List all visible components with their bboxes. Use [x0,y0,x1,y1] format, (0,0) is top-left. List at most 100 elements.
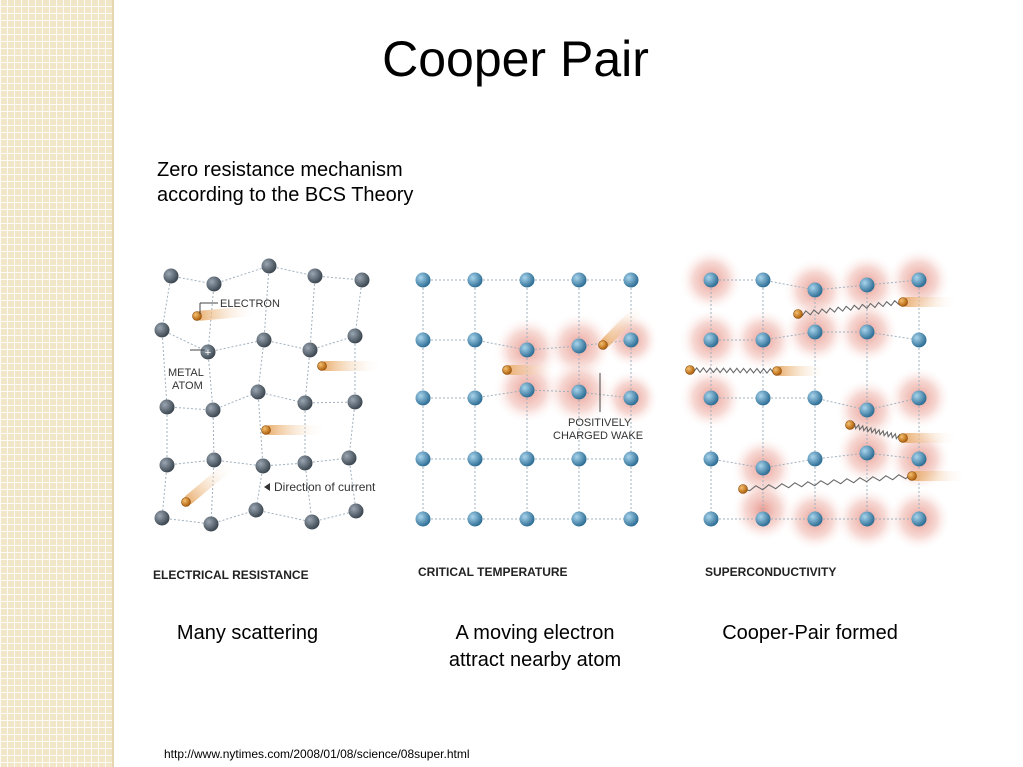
lattice-link [304,401,356,404]
atom [415,511,431,527]
electrons [181,311,327,507]
electron [898,297,908,307]
metal-atoms [415,272,639,527]
electron [181,497,191,507]
electron-trail [266,425,326,435]
lattice-link [762,279,816,291]
atom [911,272,927,288]
atom [467,390,483,406]
electron-trails [184,306,382,505]
lattice-link [578,339,632,347]
atom [571,272,587,288]
electron [738,484,748,494]
atom [467,272,483,288]
atom [755,272,771,288]
atom [571,338,587,354]
panel-superconductivity: SUPERCONDUCTIVITY [679,240,967,585]
atom [755,511,771,527]
metal-atoms: + [154,258,370,532]
subtitle: Zero resistance mechanism according to t… [157,158,413,208]
lattice-link [762,458,816,469]
caption-line-2: attract nearby atom [448,649,622,671]
lattice-link [348,457,357,512]
caption-line-1: A moving electron [455,622,615,644]
atom [256,332,272,348]
atom [859,277,875,293]
cooper-pair-bond [689,366,778,375]
panel-title-electrical-resistance: ELECTRICAL RESISTANCE [153,568,309,582]
atom [467,451,483,467]
lattice-link [304,462,313,523]
atom [159,399,175,415]
atom [807,390,823,406]
atom [807,324,823,340]
atom [415,332,431,348]
electron [685,365,695,375]
atom [154,510,170,526]
electron [898,433,908,443]
caption-line-1: Cooper-Pair formed [722,622,898,644]
electrons [502,340,608,375]
source-url: http://www.nytimes.com/2008/01/08/scienc… [164,747,470,761]
panel-electrical-resistance: + ELECTRON METAL ATOM Direction of curre… [150,240,420,585]
electrons [685,297,917,494]
superconductivity-diagram: SUPERCONDUCTIVITY [679,248,967,579]
lattice-link [814,397,868,411]
atom [571,384,587,400]
direction-arrow-icon [264,483,270,491]
atom [859,445,875,461]
atom [203,516,219,532]
lattice-link [311,510,357,523]
atom [911,511,927,527]
electron-trails [777,297,967,481]
atom [623,511,639,527]
metal-atoms [703,272,927,527]
decorative-side-pattern [0,0,114,767]
electron-trail [777,366,827,376]
lattice-link [814,452,868,460]
lattice-link [161,464,168,519]
atom [415,272,431,288]
atom [163,268,179,284]
lattice-link [263,265,270,341]
atom [347,328,363,344]
atom [859,511,875,527]
lattice-link [474,339,528,351]
atom [519,451,535,467]
atom [859,324,875,340]
atom [623,272,639,288]
atom [206,452,222,468]
electron [793,309,803,319]
lattice-link [161,275,172,331]
lattice-link [212,391,259,411]
electron-trail [196,306,257,321]
lattice-link [526,389,580,393]
atom [467,332,483,348]
electron-trail [903,433,958,443]
electron-trail [507,365,557,375]
lattice-link [213,265,270,285]
electron-trail [601,304,644,347]
atom [347,394,363,410]
atom [248,502,264,518]
lattice-link [212,409,215,461]
atom [755,390,771,406]
lattice-link [257,391,264,467]
atom [304,514,320,530]
lattice-link [474,389,528,399]
subtitle-line-1: Zero resistance mechanism [157,159,403,181]
atom [159,457,175,473]
lattice-link [866,452,920,460]
lattice-link [207,283,215,353]
atom [519,511,535,527]
slide-title: Cooper Pair [382,31,649,87]
atom [250,384,266,400]
caption-cooper-pair-formed: Cooper-Pair formed [690,620,930,647]
lattice-link [354,279,363,337]
lattice-link [578,391,632,399]
lattice-link [207,339,265,353]
lattice-lines [710,279,920,520]
lattice-link [257,391,306,404]
electron-trail [322,361,382,371]
cooper-pair-bonds [689,299,913,492]
